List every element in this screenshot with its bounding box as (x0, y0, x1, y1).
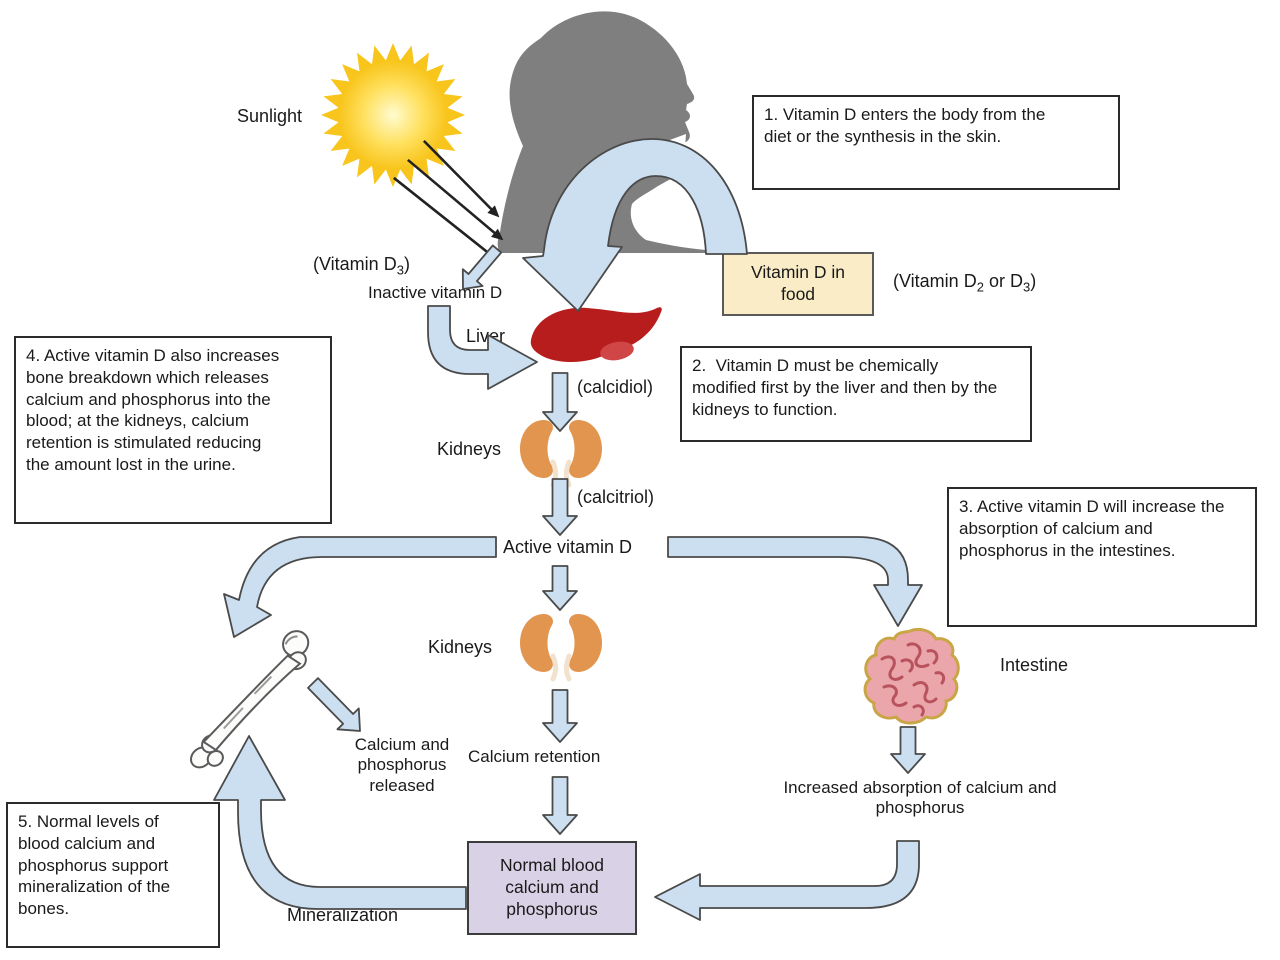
vitamin-d3-sub: 3 (396, 262, 404, 278)
head-profile-shape (497, 11, 708, 254)
ureter-left (550, 653, 559, 682)
normal-blood-box: Normal blood calcium and phosphorus (467, 841, 637, 935)
intestine-icon (863, 627, 960, 725)
inactive-vitamin-d-label: Inactive vitamin D (368, 283, 503, 302)
liver-icon (530, 307, 662, 362)
d2d3-sub1: 2 (976, 279, 984, 295)
callout-1-text: 1. Vitamin D enters the body from the di… (764, 105, 1051, 146)
active-vitamin-d-label: Active vitamin D (503, 537, 633, 557)
sun-icon (321, 43, 465, 187)
vitamin-d3-pre: (Vitamin D (313, 254, 397, 274)
callout-2: 2. Vitamin D must be chemically modified… (680, 346, 1032, 442)
calcidiol-label: (calcidiol) (577, 377, 654, 397)
liver-label: Liver (466, 326, 506, 346)
d2d3-mid: or D (983, 271, 1023, 291)
kidney-right (568, 614, 602, 672)
ureter-left (550, 459, 559, 488)
d2d3-pre: (Vitamin D (893, 271, 977, 291)
vitamin-d-in-food-label: Vitamin D in food (750, 262, 846, 304)
normal-blood-label: Normal blood calcium and phosphorus (499, 855, 605, 919)
callout-4-text: 4. Active vitamin D also increases bone … (26, 346, 284, 474)
vitamin-d2-d3-label: (Vitamin D2 or D3) (893, 271, 1036, 295)
callout-1: 1. Vitamin D enters the body from the di… (752, 95, 1120, 190)
calcium-retention-label: Calcium retention (468, 747, 601, 766)
callout-5: 5. Normal levels of blood calcium and ph… (6, 802, 220, 948)
arrow-active-vitamin-d-to-bone (223, 536, 497, 638)
arrow-bone-to-released (307, 677, 361, 732)
ureter-right (563, 459, 572, 488)
arrow-kidneys-to-active-vitamin-d (542, 478, 578, 536)
mineralization-label: Mineralization (287, 905, 399, 925)
arrow-active-vitamin-d-to-intestine (667, 536, 923, 627)
kidneys-upper-icon (520, 420, 602, 488)
kidney-left (520, 420, 554, 478)
increased-absorption-label: Increased absorption of calcium and phos… (783, 778, 1057, 818)
vitamin-d-in-food-box: Vitamin D in food (722, 252, 874, 316)
d2d3-post: ) (1030, 271, 1037, 291)
intestine-folds (880, 642, 946, 717)
calcium-phosphorus-released-label: Calcium and phosphorus released (354, 735, 450, 795)
kidney-right (568, 420, 602, 478)
human-head-silhouette (497, 11, 708, 255)
bone-icon (190, 630, 310, 769)
sun-core (339, 61, 447, 169)
kidneys-upper-label: Kidneys (437, 439, 502, 459)
arrow-calcium-retention-to-normal-blood (542, 776, 578, 835)
liver-lower-lobe (600, 341, 634, 361)
bone-sketch (190, 630, 310, 769)
arrow-active-vitamin-d-to-kidneys (542, 565, 578, 611)
intestine-label: Intestine (1000, 655, 1069, 675)
vitamin-d3-post: ) (403, 254, 410, 274)
arrow-intestine-to-increased-absorption (890, 726, 926, 774)
callout-4: 4. Active vitamin D also increases bone … (14, 336, 332, 524)
sunlight-label: Sunlight (237, 106, 303, 126)
d2d3-sub2: 3 (1022, 279, 1031, 295)
kidneys-lower-label: Kidneys (428, 637, 493, 657)
callout-2-text: 2. Vitamin D must be chemically modified… (692, 356, 1002, 419)
arrow-kidneys-to-calcium-retention (542, 689, 578, 743)
arrow-increased-absorption-to-normal-blood (654, 840, 920, 921)
liver-shape (530, 307, 662, 362)
callout-3-text: 3. Active vitamin D will increase the ab… (959, 497, 1230, 560)
callout-3: 3. Active vitamin D will increase the ab… (947, 487, 1257, 627)
ureter-right (563, 653, 572, 682)
kidneys-lower-icon (520, 614, 602, 682)
callout-5-text: 5. Normal levels of blood calcium and ph… (18, 812, 175, 918)
calcitriol-label: (calcitriol) (577, 487, 655, 507)
kidney-left (520, 614, 554, 672)
vitamin-d3-label: (Vitamin D3) (313, 254, 410, 278)
